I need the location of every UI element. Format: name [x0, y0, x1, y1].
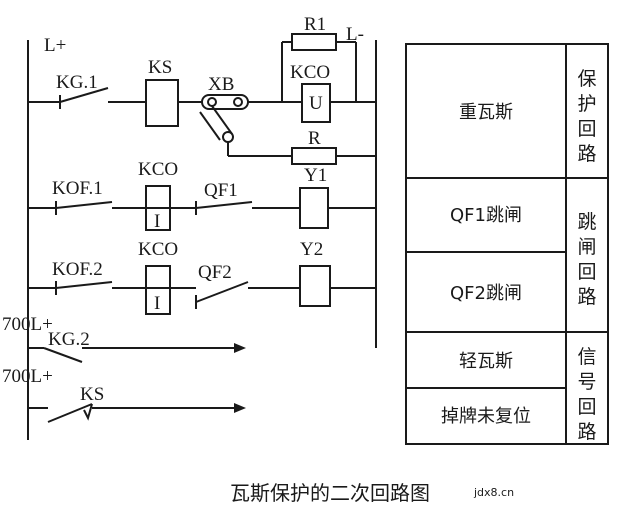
kof2-label: KOF.2 [52, 259, 103, 280]
kco-current-coil-2 [145, 265, 171, 315]
kco-low-label: KCO [138, 239, 178, 260]
r-resistor [291, 147, 337, 165]
diagram-caption: 瓦斯保护的二次回路图 [230, 481, 430, 505]
qf1-contact-blade [195, 201, 253, 209]
line700b-label: 700L+ [2, 366, 53, 387]
y2-label: Y2 [300, 239, 323, 260]
line700a-label: 700L+ [2, 314, 53, 335]
kco-i2-label: I [154, 293, 160, 314]
ks-contact-hook [83, 403, 93, 421]
kg2-contact-blade [43, 347, 83, 363]
group-char: 路 [577, 143, 596, 165]
table-row-heavy-gas: 重瓦斯 [459, 102, 513, 123]
kco-u-label: U [309, 93, 323, 114]
table-row-qf1-trip: QF1跳闸 [450, 205, 522, 226]
xb-link-diagonal-b [211, 105, 233, 135]
group-char: 回 [577, 396, 596, 418]
table-row-qf2-trip: QF2跳闸 [450, 283, 522, 304]
xb-link-top-node-right [233, 97, 243, 107]
kof1-contact-blade [55, 201, 113, 209]
group-char: 回 [577, 118, 596, 140]
kco-top-label: KCO [290, 62, 330, 83]
qf2-contact-blade [195, 281, 249, 303]
group-trip-circuit: 跳 闸 回 路 [577, 211, 596, 308]
r-label: R [308, 128, 321, 149]
row5-arrow-head [234, 403, 246, 413]
watermark-text: jdx8.cn [473, 486, 514, 499]
r1-resistor [291, 33, 337, 51]
group-char: 闸 [577, 236, 596, 258]
xb-link-bottom-node [222, 131, 234, 143]
group-char: 跳 [577, 211, 596, 233]
ks-relay-label: KS [148, 57, 172, 78]
ks-contact-label: KS [80, 384, 104, 405]
table-row-light-gas: 轻瓦斯 [459, 351, 513, 372]
xb-label: XB [208, 74, 234, 95]
kof2-contact-blade [55, 281, 113, 289]
y1-label: Y1 [304, 165, 327, 186]
table-row-flag-not-reset: 掉牌未复位 [441, 406, 531, 427]
row4-arrow-head [234, 343, 246, 353]
qf2-label: QF2 [198, 262, 232, 283]
group-char: 信 [577, 346, 596, 368]
xb-link-top-node-left [207, 97, 217, 107]
function-table-frame [405, 43, 609, 445]
group-char: 回 [577, 261, 596, 283]
kg1-label: KG.1 [56, 72, 98, 93]
kg1-contact-blade [59, 87, 109, 103]
ks-relay-coil [145, 79, 179, 127]
group-char: 路 [577, 421, 596, 443]
y1-trip-coil [299, 187, 329, 229]
group-char: 护 [577, 93, 596, 115]
group-char: 保 [577, 68, 596, 90]
qf1-label: QF1 [204, 180, 238, 201]
group-char: 号 [577, 371, 596, 393]
y2-trip-coil [299, 265, 331, 307]
group-signal-circuit: 信 号 回 路 [577, 346, 596, 443]
xb-link-diagonal-a [199, 111, 221, 141]
kof1-label: KOF.1 [52, 178, 103, 199]
kco-i1-label: I [154, 211, 160, 232]
r1-label: R1 [304, 14, 326, 35]
group-char: 路 [577, 286, 596, 308]
kco-mid-label: KCO [138, 159, 178, 180]
kg2-label: KG.2 [48, 329, 90, 350]
group-protection-circuit: 保 护 回 路 [577, 68, 596, 165]
ks-contact-blade [47, 403, 93, 423]
positive-bus-label: L+ [44, 35, 66, 56]
negative-bus-label: L- [346, 24, 364, 45]
